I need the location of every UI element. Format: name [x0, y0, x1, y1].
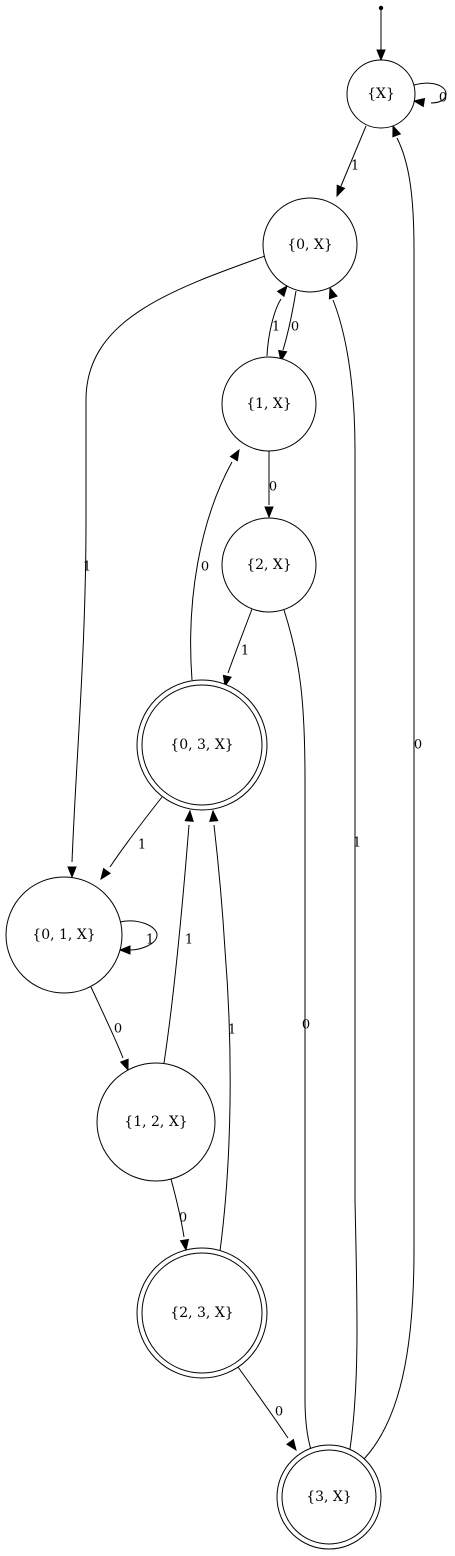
transition-label-1x-0x: 1: [272, 320, 280, 335]
transition-arrow-head-x-self: [412, 97, 426, 108]
transition-arrow-head-2x-03x: [222, 674, 232, 688]
transition-arrow-head-01x-12x: [119, 1058, 129, 1072]
edges-layer: [67, 5, 447, 1463]
state-node-03X: {0, 3, X}: [136, 679, 268, 811]
state-node-2X: {2, X}: [221, 517, 317, 613]
transition-23x-03x: [213, 824, 231, 1252]
transition-label-x-self: 0: [439, 91, 447, 106]
transition-arrow-head-03x-1x: [229, 448, 240, 462]
transition-01x-12x: [90, 986, 124, 1059]
state-circle: [96, 1062, 216, 1182]
state-node-X: {X}: [346, 59, 416, 129]
state-node-3X: {3, X}: [276, 1444, 382, 1550]
transition-arrow-head-0x-01x: [67, 866, 77, 879]
transition-arrow-head-03x-01x: [100, 867, 111, 881]
state-label: {0, X}: [287, 237, 333, 253]
transition-arrow-head-1x-0x: [276, 284, 288, 298]
transition-arrow-head-23x-03x: [209, 809, 219, 822]
transition-arrow-head-3x-0x: [328, 286, 338, 300]
state-circle: [346, 59, 416, 129]
transition-label-0x-01x: 1: [83, 560, 91, 575]
transition-label-2x-03x: 1: [241, 644, 249, 659]
initial-state-dot: [378, 5, 384, 11]
transition-label-x-0x: 1: [351, 159, 359, 174]
state-label: {0, 1, X}: [32, 927, 95, 943]
accepting-ring: [281, 1449, 377, 1545]
transition-12x-03x: [163, 824, 190, 1064]
transition-label-12x-03x: 1: [185, 933, 193, 948]
transition-label-03x-01x: 1: [138, 838, 146, 853]
transition-23x-3x: [237, 1366, 289, 1439]
transition-12x-23x: [170, 1178, 185, 1238]
state-label: {1, X}: [246, 396, 292, 412]
transition-label-23x-03x: 1: [228, 1023, 236, 1038]
accepting-ring: [141, 684, 263, 806]
transition-label-3x-0x: 1: [353, 836, 361, 851]
transition-arrow-head-3x-x: [392, 124, 402, 138]
transition-0x-1x: [282, 290, 297, 351]
transition-label-0x-1x: 0: [291, 320, 299, 335]
state-node-12X: {1, 2, X}: [96, 1062, 216, 1182]
transition-arrow-head-12x-03x: [184, 809, 194, 822]
transition-x-self: [413, 82, 447, 104]
state-label: {X}: [367, 86, 395, 102]
state-node-23X: {2, 3, X}: [136, 1247, 268, 1379]
transition-03x-1x: [190, 461, 233, 681]
state-circle: [221, 356, 317, 452]
transition-1x-0x: [266, 298, 282, 357]
state-node-0X: {0, X}: [262, 197, 358, 293]
state-label: {3, X}: [306, 1489, 352, 1505]
transition-label-01x-12x: 0: [114, 1022, 122, 1037]
transition-3x-0x: [332, 299, 358, 1450]
transition-3x-x: [363, 137, 415, 1460]
nodes-layer: {X} {0, X} {1, X} {2, X} {0, 3, X} {0, 1, X} {…: [5, 59, 416, 1550]
transition-label-3x-x: 0: [414, 738, 422, 753]
state-label: {2, X}: [246, 557, 292, 573]
initial-arrow-head: [376, 49, 386, 62]
transition-label-23x-3x: 0: [275, 1405, 283, 1420]
transition-arrow-head-1x-2x: [264, 506, 274, 519]
transition-label-12x-23x: 0: [179, 1211, 187, 1226]
transition-x-0x: [340, 125, 367, 187]
transition-label-2x-3x: 0: [302, 1018, 310, 1033]
state-node-01X: {0, 1, X}: [5, 876, 123, 994]
transition-arrow-head-x-0x: [336, 184, 346, 198]
state-circle: [221, 517, 317, 613]
transition-label-01x-self: 1: [146, 933, 154, 948]
transition-0x-01x: [71, 255, 266, 863]
state-label: {1, 2, X}: [124, 1114, 187, 1130]
accepting-ring: [141, 1252, 263, 1374]
state-circle: [262, 197, 358, 293]
transition-arrow-head-12x-23x: [179, 1238, 190, 1252]
transition-2x-03x: [227, 608, 253, 674]
transition-01x-self: [119, 920, 158, 951]
transition-2x-3x: [283, 609, 312, 1451]
transition-label-03x-1x: 0: [201, 560, 209, 575]
state-label: {0, 3, X}: [170, 737, 233, 753]
state-label: {2, 3, X}: [170, 1305, 233, 1321]
transition-03x-01x: [109, 796, 163, 868]
state-circle: [5, 876, 123, 994]
state-node-1X: {1, X}: [221, 356, 317, 452]
transition-arrow-head-01x-self: [118, 945, 131, 955]
transition-arrow-head-23x-3x: [286, 1438, 297, 1452]
transition-label-1x-2x: 0: [269, 480, 277, 495]
